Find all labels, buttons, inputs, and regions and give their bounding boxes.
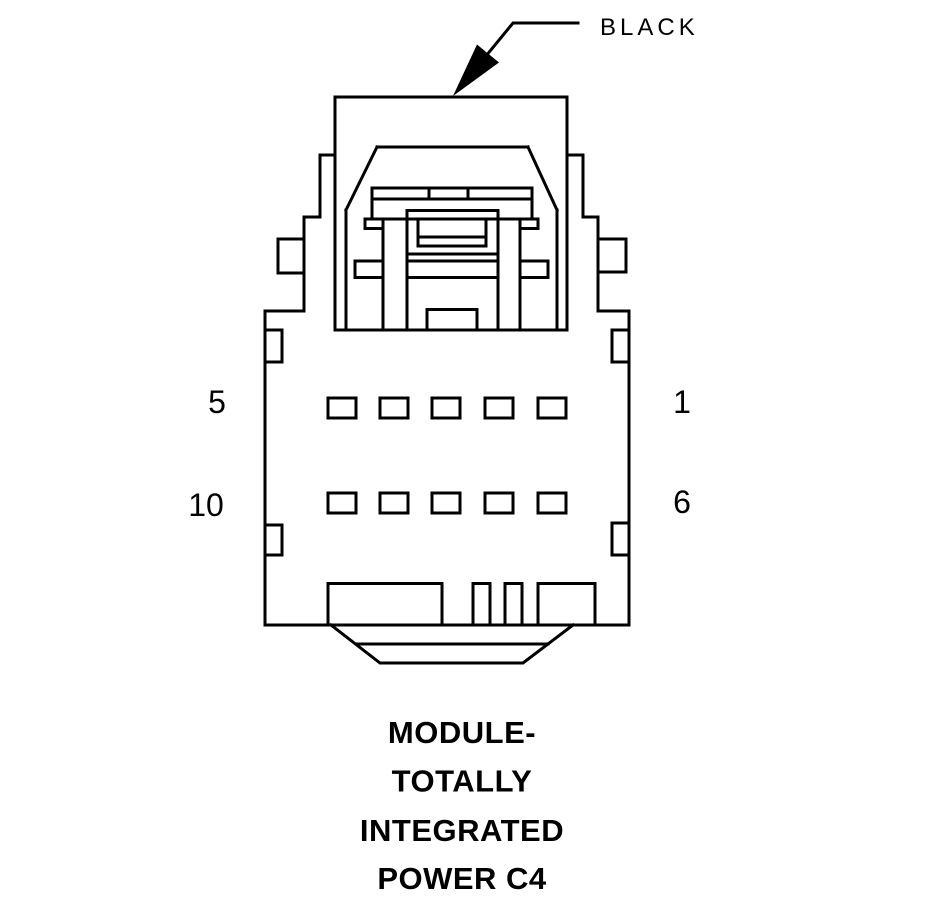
- caption-line-4: POWER C4: [377, 861, 547, 896]
- bottom-keying-blocks: [326, 582, 597, 627]
- latch-side-tab-right: [518, 259, 550, 279]
- caption: MODULE- TOTALLY INTEGRATED POWER C4: [360, 715, 564, 896]
- connector-drawing: [263, 21, 631, 665]
- leader-line: [485, 21, 580, 56]
- latch-inner-box: [416, 217, 488, 248]
- pin-grid: [326, 396, 568, 515]
- latch-cavity: [343, 144, 559, 213]
- pin-slot: [378, 491, 410, 515]
- pin-slot: [430, 491, 462, 515]
- pin-slot: [536, 396, 568, 420]
- pin-slot: [430, 396, 462, 420]
- arrowhead-icon: [453, 44, 499, 96]
- top-box-inner-walls: [333, 153, 569, 332]
- pin-slot: [483, 491, 515, 515]
- latch-side-tab-left: [353, 259, 385, 279]
- pin-slot: [326, 396, 358, 420]
- latch-bracket-rail: [363, 217, 540, 230]
- pin-label-row2-left: 10: [188, 487, 224, 523]
- body-notch-bottom-left: [263, 523, 284, 557]
- caption-line-1: MODULE-: [388, 715, 536, 750]
- callout-label: BLACK: [600, 14, 699, 41]
- pin-label-row1-right: 1: [673, 384, 691, 420]
- pin-slot: [378, 396, 410, 420]
- connector-body-outline: [263, 95, 631, 627]
- pin-label-row2-right: 6: [673, 484, 691, 520]
- pin-slot: [326, 491, 358, 515]
- mounting-step-notch-right: [596, 237, 628, 274]
- caption-line-3: INTEGRATED: [360, 813, 564, 848]
- pin-slot: [483, 396, 515, 420]
- bottom-wedge: [328, 622, 576, 665]
- latch-top-bar: [370, 186, 534, 221]
- pin-slot: [536, 491, 568, 515]
- body-notch-bottom-right: [610, 521, 631, 557]
- mounting-step-notch-left: [276, 237, 306, 275]
- body-notch-top-right: [610, 328, 631, 364]
- latch-cross-bands: [405, 252, 500, 279]
- pin-label-row1-left: 5: [208, 384, 226, 420]
- caption-line-2: TOTALLY: [392, 764, 533, 799]
- latch-bottom-block: [425, 308, 479, 332]
- body-notch-top-left: [263, 328, 284, 364]
